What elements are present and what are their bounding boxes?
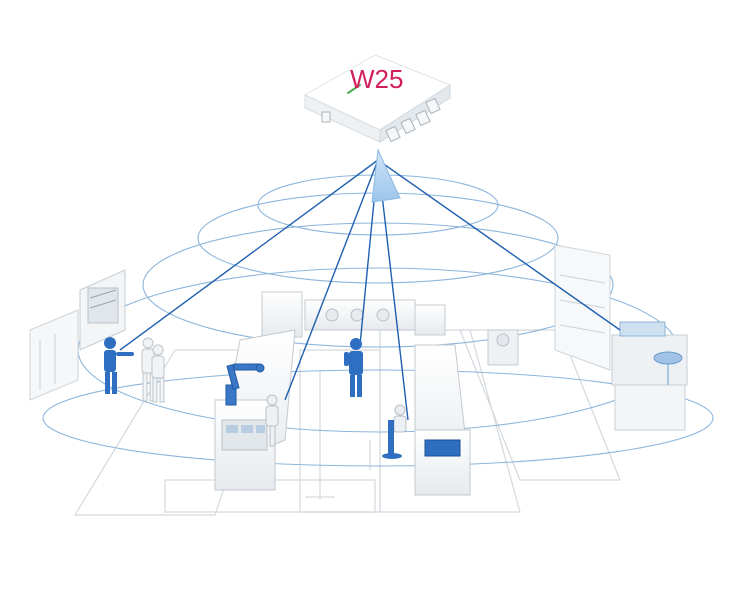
- antenna-connectors: [321, 97, 441, 143]
- status-led: [347, 84, 361, 94]
- worker-at-board: [104, 337, 134, 394]
- w25-device: W25: [303, 54, 452, 143]
- wall-control-board: [29, 269, 126, 401]
- beam-to-board-worker: [119, 159, 379, 351]
- signal-cone: [371, 148, 401, 203]
- signal-beams: [119, 159, 621, 421]
- device-label: W25: [350, 64, 403, 94]
- beam-to-robot-worker: [284, 159, 379, 401]
- signal-ring-3: [142, 222, 614, 348]
- shelf-equipment-blue: [619, 321, 666, 337]
- signal-ring-2: [197, 192, 559, 284]
- beam-to-shelf: [377, 159, 621, 331]
- robot-arm: [225, 363, 265, 406]
- signal-ring-5: [42, 369, 714, 467]
- background-workers: [141, 337, 165, 403]
- seated-worker: [382, 404, 407, 459]
- right-work-cell: [414, 344, 471, 496]
- robot-work-cell: [214, 329, 296, 491]
- right-shelf-area: [554, 244, 688, 431]
- standing-worker: [344, 338, 363, 397]
- blue-machine-panel: [424, 439, 461, 457]
- beam-to-seated-worker: [377, 159, 409, 421]
- robot-cell-worker: [265, 394, 279, 447]
